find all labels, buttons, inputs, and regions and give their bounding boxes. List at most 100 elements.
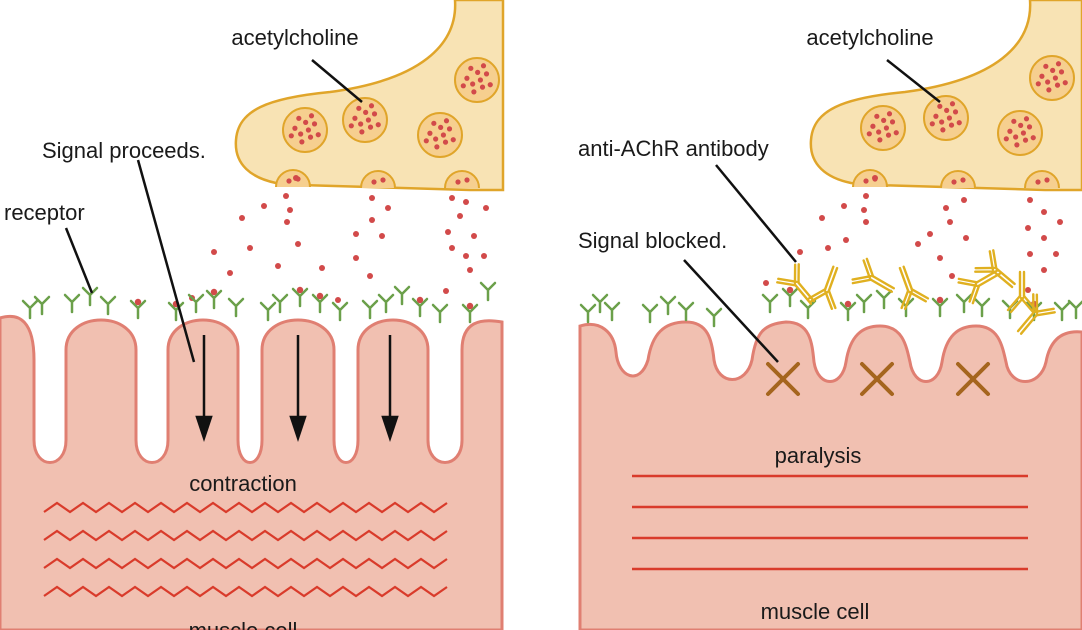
acetylcholine-dot [247, 245, 253, 251]
acetylcholine-dot [872, 175, 878, 181]
receptor-icon [603, 301, 621, 322]
zigzag-line [43, 557, 448, 570]
acetylcholine-dot [943, 205, 949, 211]
paralysis-label: paralysis [775, 443, 862, 468]
paralysis-lines [632, 474, 1028, 571]
antibody-icon [776, 263, 816, 305]
acetylcholine-dot [1041, 235, 1047, 241]
receptor-icon [411, 296, 429, 318]
vesicle-fusing [940, 170, 976, 189]
receptor-icon [99, 295, 117, 316]
leader-lines-right [683, 59, 941, 363]
zigzag-line [43, 529, 448, 542]
right-panel-blocked-signal: acetylcholine anti-AChR antibody Signal … [578, 0, 1082, 630]
acetylcholine-label-right: acetylcholine [806, 25, 933, 50]
acetylcholine-dot [443, 288, 449, 294]
acetylcholine-dot [1057, 219, 1063, 225]
signal-blocked-label: Signal blocked. [578, 228, 727, 253]
vesicle [342, 97, 388, 143]
receptor-icon [259, 301, 277, 322]
vesicles-left [275, 57, 500, 189]
receptor-icon [855, 293, 873, 314]
antibody-label: anti-AChR antibody [578, 136, 769, 161]
acetylcholine-dot [275, 263, 281, 269]
receptor-icon [579, 303, 597, 324]
zigzag-line [43, 501, 448, 514]
acetylcholine-dot [295, 241, 301, 247]
antibodies [776, 249, 1056, 335]
blocked-crosses [766, 362, 990, 396]
acetylcholine-dot [937, 255, 943, 261]
receptor-icon [839, 300, 857, 322]
acetylcholine-dot [825, 245, 831, 251]
cross-icon [860, 362, 894, 396]
receptor-icon [377, 293, 395, 314]
receptor-icon [187, 293, 205, 314]
acetylcholine-dot [385, 205, 391, 211]
vesicle [454, 57, 500, 103]
acetylcholine-dot [457, 213, 463, 219]
receptor-icon [361, 299, 379, 320]
acetylcholine-molecules-right [763, 175, 1063, 293]
receptor-icon [875, 289, 893, 310]
receptor-icon [781, 286, 799, 308]
acetylcholine-dot [927, 231, 933, 237]
acetylcholine-dot [283, 193, 289, 199]
muscle-cell-label-right: muscle cell [761, 599, 870, 624]
antibody-icon [1016, 293, 1056, 335]
acetylcholine-dot [861, 207, 867, 213]
acetylcholine-dot [1053, 251, 1059, 257]
acetylcholine-molecules-left [189, 175, 489, 303]
vesicle-fusing [444, 170, 480, 189]
acetylcholine-dot [287, 207, 293, 213]
receptor-icon [973, 297, 991, 318]
acetylcholine-dot [293, 175, 299, 181]
acetylcholine-dot [284, 219, 290, 225]
acetylcholine-dot [467, 267, 473, 273]
receptor-icon [931, 296, 949, 318]
vesicle-fusing [360, 170, 396, 189]
acetylcholine-dot [481, 253, 487, 259]
zigzag-line [43, 585, 448, 598]
acetylcholine-dot [947, 219, 953, 225]
receptor-icon [81, 286, 99, 307]
acetylcholine-dot [763, 280, 769, 286]
receptor-icon [1053, 301, 1071, 322]
receptor-icon [63, 293, 81, 314]
receptor-icon [461, 302, 479, 324]
vesicle [1029, 55, 1075, 101]
acetylcholine-label-left: acetylcholine [231, 25, 358, 50]
cross-icon [766, 362, 800, 396]
acetylcholine-dot [797, 249, 803, 255]
acetylcholine-dot [1025, 225, 1031, 231]
acetylcholine-dot [963, 235, 969, 241]
acetylcholine-dot [369, 217, 375, 223]
muscle-cell-label-left: muscle cell [189, 618, 298, 630]
acetylcholine-dot [353, 255, 359, 261]
receptor-icon [21, 299, 39, 320]
acetylcholine-dot [211, 249, 217, 255]
acetylcholine-dot [1027, 251, 1033, 257]
acetylcholine-dot [463, 253, 469, 259]
acetylcholine-dot [915, 241, 921, 247]
antibody-icon [851, 257, 895, 293]
receptor-icon [591, 293, 609, 314]
signal-arrows [195, 335, 399, 442]
receptor-label: receptor [4, 200, 85, 225]
acetylcholine-dot [369, 195, 375, 201]
vesicle [997, 110, 1043, 156]
vesicle-fusing [1024, 170, 1060, 189]
vesicle [417, 112, 463, 158]
acetylcholine-dot [1041, 209, 1047, 215]
contraction-zigzags [43, 501, 448, 598]
acetylcholine-dot [841, 203, 847, 209]
left-panel-normal-signal: acetylcholine Signal proceeds. receptor … [0, 0, 505, 630]
receptor-icon [677, 301, 695, 322]
receptor-icon [393, 285, 411, 306]
receptor-icon [955, 293, 973, 314]
receptor-icon [431, 303, 449, 324]
receptor-icon [129, 298, 147, 320]
receptor-icon [659, 295, 677, 316]
vesicle-fusing [275, 169, 311, 188]
